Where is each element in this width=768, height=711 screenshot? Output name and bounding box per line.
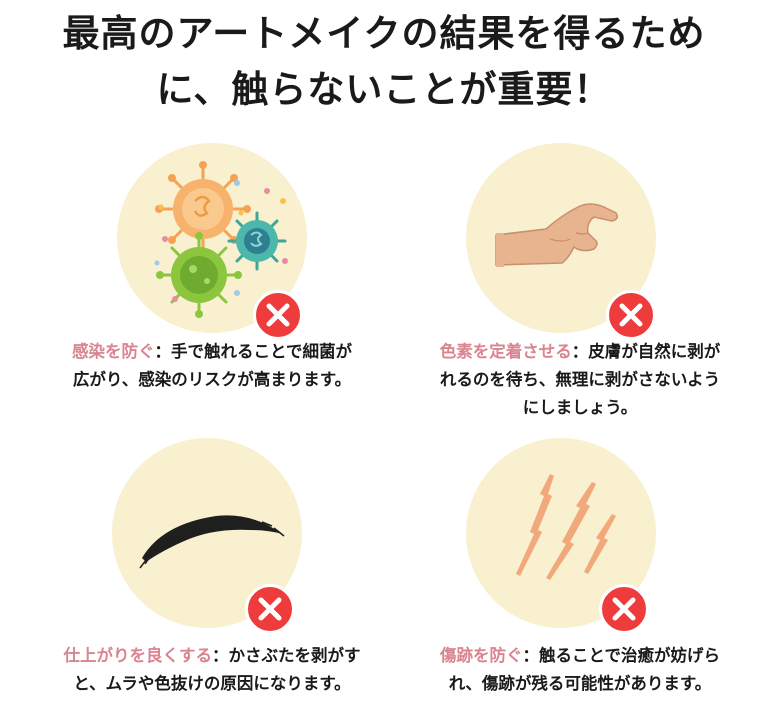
virus-icon (117, 143, 307, 333)
caption-line-2: れ、傷跡が残る可能性があります。 (448, 674, 712, 693)
caption-line-2: 広がり、感染のリスクが高まります。 (72, 370, 352, 389)
caption-line-1: ：触ることで治癒が妨げら (522, 646, 720, 665)
caption-finish: 仕上がりを良くする：かさぶたを剥がす と、ムラや色抜けの原因になります。 (20, 642, 404, 698)
caption-line-1: ：皮膚が自然に剥が (571, 342, 721, 361)
caption-highlight: 仕上がりを良くする (63, 646, 213, 665)
caption-line-3: にしましょう。 (522, 398, 638, 417)
caption-highlight: 傷跡を防ぐ (439, 646, 523, 665)
caption-line-1: ：手で触れることで細菌が (154, 342, 352, 361)
title-line-2: に、触らないことが重要！ (156, 68, 612, 111)
x-mark-icon (253, 290, 303, 340)
pinching-hand-icon (466, 143, 656, 333)
caption-highlight: 色素を定着させる (439, 342, 572, 361)
caption-highlight: 感染を防ぐ (71, 342, 155, 361)
caption-pigment: 色素を定着させる：皮膚が自然に剥が れるのを待ち、無理に剥がさないよう にしまし… (394, 338, 766, 422)
caption-scars: 傷跡を防ぐ：触ることで治癒が妨げら れ、傷跡が残る可能性があります。 (394, 642, 766, 698)
x-mark-icon (599, 584, 649, 634)
page-title: 最高のアートメイクの結果を得るため に、触らないことが重要！ (0, 6, 768, 118)
caption-infection: 感染を防ぐ：手で触れることで細菌が 広がり、感染のリスクが高まります。 (20, 338, 404, 394)
caption-line-2: と、ムラや色抜けの原因になります。 (73, 674, 351, 693)
caption-line-1: ：かさぶたを剥がす (212, 646, 361, 665)
title-line-1: 最高のアートメイクの結果を得るため (62, 12, 706, 55)
caption-line-2: れるのを待ち、無理に剥がさないよう (439, 370, 721, 389)
x-mark-icon (245, 584, 295, 634)
x-mark-icon (606, 290, 656, 340)
